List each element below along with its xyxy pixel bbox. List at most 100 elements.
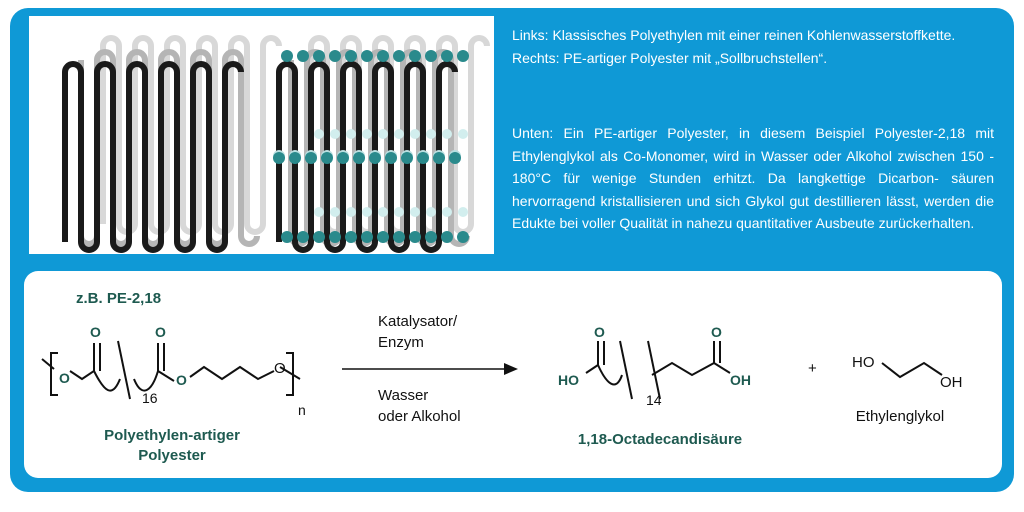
ester-bead-faded <box>330 129 340 139</box>
ester-bead-bottom <box>297 231 309 243</box>
repeat-unit-bond <box>619 340 633 400</box>
ester-bead-top <box>281 50 293 62</box>
ester-bead-bottom <box>425 231 437 243</box>
chain-front-layer <box>62 61 244 253</box>
ester-bead-top <box>345 50 357 62</box>
diacid-structure <box>585 340 731 400</box>
ester-bead-middle <box>273 152 285 164</box>
ester-bead-faded <box>394 207 404 217</box>
chain-back-layer <box>100 35 282 235</box>
ester-bead-top <box>457 50 469 62</box>
ester-bead-middle <box>353 152 365 164</box>
ester-bead-faded <box>314 207 324 217</box>
polymer-illustration-panel <box>29 16 494 254</box>
ester-bead-faded <box>346 207 356 217</box>
ester-bead-faded <box>394 129 404 139</box>
chain <box>651 341 715 377</box>
atom-oxygen: O <box>176 372 187 388</box>
polymer-subscript: 16 <box>142 390 158 406</box>
chain-front-layer <box>276 61 458 253</box>
ester-bead-bottom <box>409 231 421 243</box>
ester-bond-right <box>157 370 175 382</box>
ester-bead-top <box>297 50 309 62</box>
ester-bead-faded <box>442 207 452 217</box>
ester-bead-faded <box>314 129 324 139</box>
reaction-panel <box>24 271 1002 478</box>
repeat-unit-bond <box>117 340 131 400</box>
ester-bead-middle <box>321 152 333 164</box>
ester-bead-faded <box>346 129 356 139</box>
ester-bead-faded <box>362 207 372 217</box>
left-bracket <box>50 352 58 396</box>
ester-bead-faded <box>410 129 420 139</box>
polyester-chain-illustration <box>273 35 490 253</box>
ester-bead-top <box>425 50 437 62</box>
polymer-illustration <box>62 35 490 253</box>
ester-bead-faded <box>426 129 436 139</box>
polyester-structure <box>41 340 301 400</box>
glycol-name: Ethylenglykol <box>856 408 944 425</box>
diacid-name: 1,18-Octadecandisäure <box>578 431 742 448</box>
ester-bead-middle <box>417 152 429 164</box>
atom-oxygen: O <box>711 324 722 340</box>
ester-bead-faded <box>458 207 468 217</box>
ester-bead-bottom <box>329 231 341 243</box>
polymer-repeat-n: n <box>298 402 306 418</box>
ester-bead-middle <box>433 152 445 164</box>
bond <box>713 362 731 374</box>
polymer-name-line2: Polyester <box>138 447 206 464</box>
terminal-bond <box>279 366 301 380</box>
atom-hydroxyl: HO <box>852 354 875 371</box>
atom-hydroxyl: OH <box>940 374 963 391</box>
conditions-above-line2: Enzym <box>378 334 424 351</box>
ethylene-glycol-structure <box>881 361 943 379</box>
ester-bead-top <box>441 50 453 62</box>
polyethylene-chain-illustration <box>62 35 282 253</box>
ester-bead-bottom <box>313 231 325 243</box>
repeat-unit-bond <box>647 340 661 400</box>
ester-bead-middle <box>385 152 397 164</box>
ester-bead-faded <box>442 129 452 139</box>
ester-bead-bottom <box>377 231 389 243</box>
chain-arc <box>597 364 623 386</box>
atom-hydroxyl: OH <box>730 372 751 388</box>
ester-bead-faded <box>410 207 420 217</box>
caption-bottom: Unten: Ein PE-artiger Polyester, in dies… <box>512 125 994 232</box>
ester-bead-middle <box>449 152 461 164</box>
atom-oxygen: O <box>274 360 286 377</box>
ester-bead-middle <box>369 152 381 164</box>
diacid-subscript: 14 <box>646 392 662 408</box>
ester-bonds-left <box>69 343 95 381</box>
caption-top-line1: Links: Klassisches Polyethylen mit einer… <box>512 27 956 43</box>
ester-bead-top <box>377 50 389 62</box>
ester-bead-bottom <box>281 231 293 243</box>
reaction-scheme: O O O O O 16 n z.B. PE-2,18 Polyethylen-… <box>41 290 963 464</box>
example-label: z.B. PE-2,18 <box>76 290 161 307</box>
ester-bead-faded <box>458 129 468 139</box>
atom-hydroxyl: HO <box>558 372 579 388</box>
ester-bead-bottom <box>361 231 373 243</box>
ester-bead-faded <box>362 129 372 139</box>
chain-arc-right <box>133 370 159 392</box>
chain-middle-layer <box>78 49 260 247</box>
ester-bead-middle <box>337 152 349 164</box>
ester-bead-top <box>409 50 421 62</box>
ester-bead-middle <box>305 152 317 164</box>
ester-bead-bottom <box>345 231 357 243</box>
atom-oxygen: O <box>594 324 605 340</box>
atom-oxygen: O <box>59 370 70 386</box>
ester-bead-top <box>329 50 341 62</box>
ester-bead-bottom <box>393 231 405 243</box>
ester-bead-top <box>313 50 325 62</box>
conditions-above-line1: Katalysator/ <box>378 313 458 330</box>
ester-bead-faded <box>426 207 436 217</box>
ester-bead-top <box>361 50 373 62</box>
caption-top: Links: Klassisches Polyethylen mit einer… <box>512 24 994 69</box>
ester-bead-bottom <box>441 231 453 243</box>
ester-bead-top <box>393 50 405 62</box>
atom-oxygen: O <box>155 324 166 340</box>
conditions-below-line2: oder Alkohol <box>378 408 461 425</box>
ester-bead-faded <box>378 207 388 217</box>
ester-bead-middle <box>401 152 413 164</box>
caption-top-line2: Rechts: PE-artiger Polyester mit „Sollbr… <box>512 49 828 66</box>
